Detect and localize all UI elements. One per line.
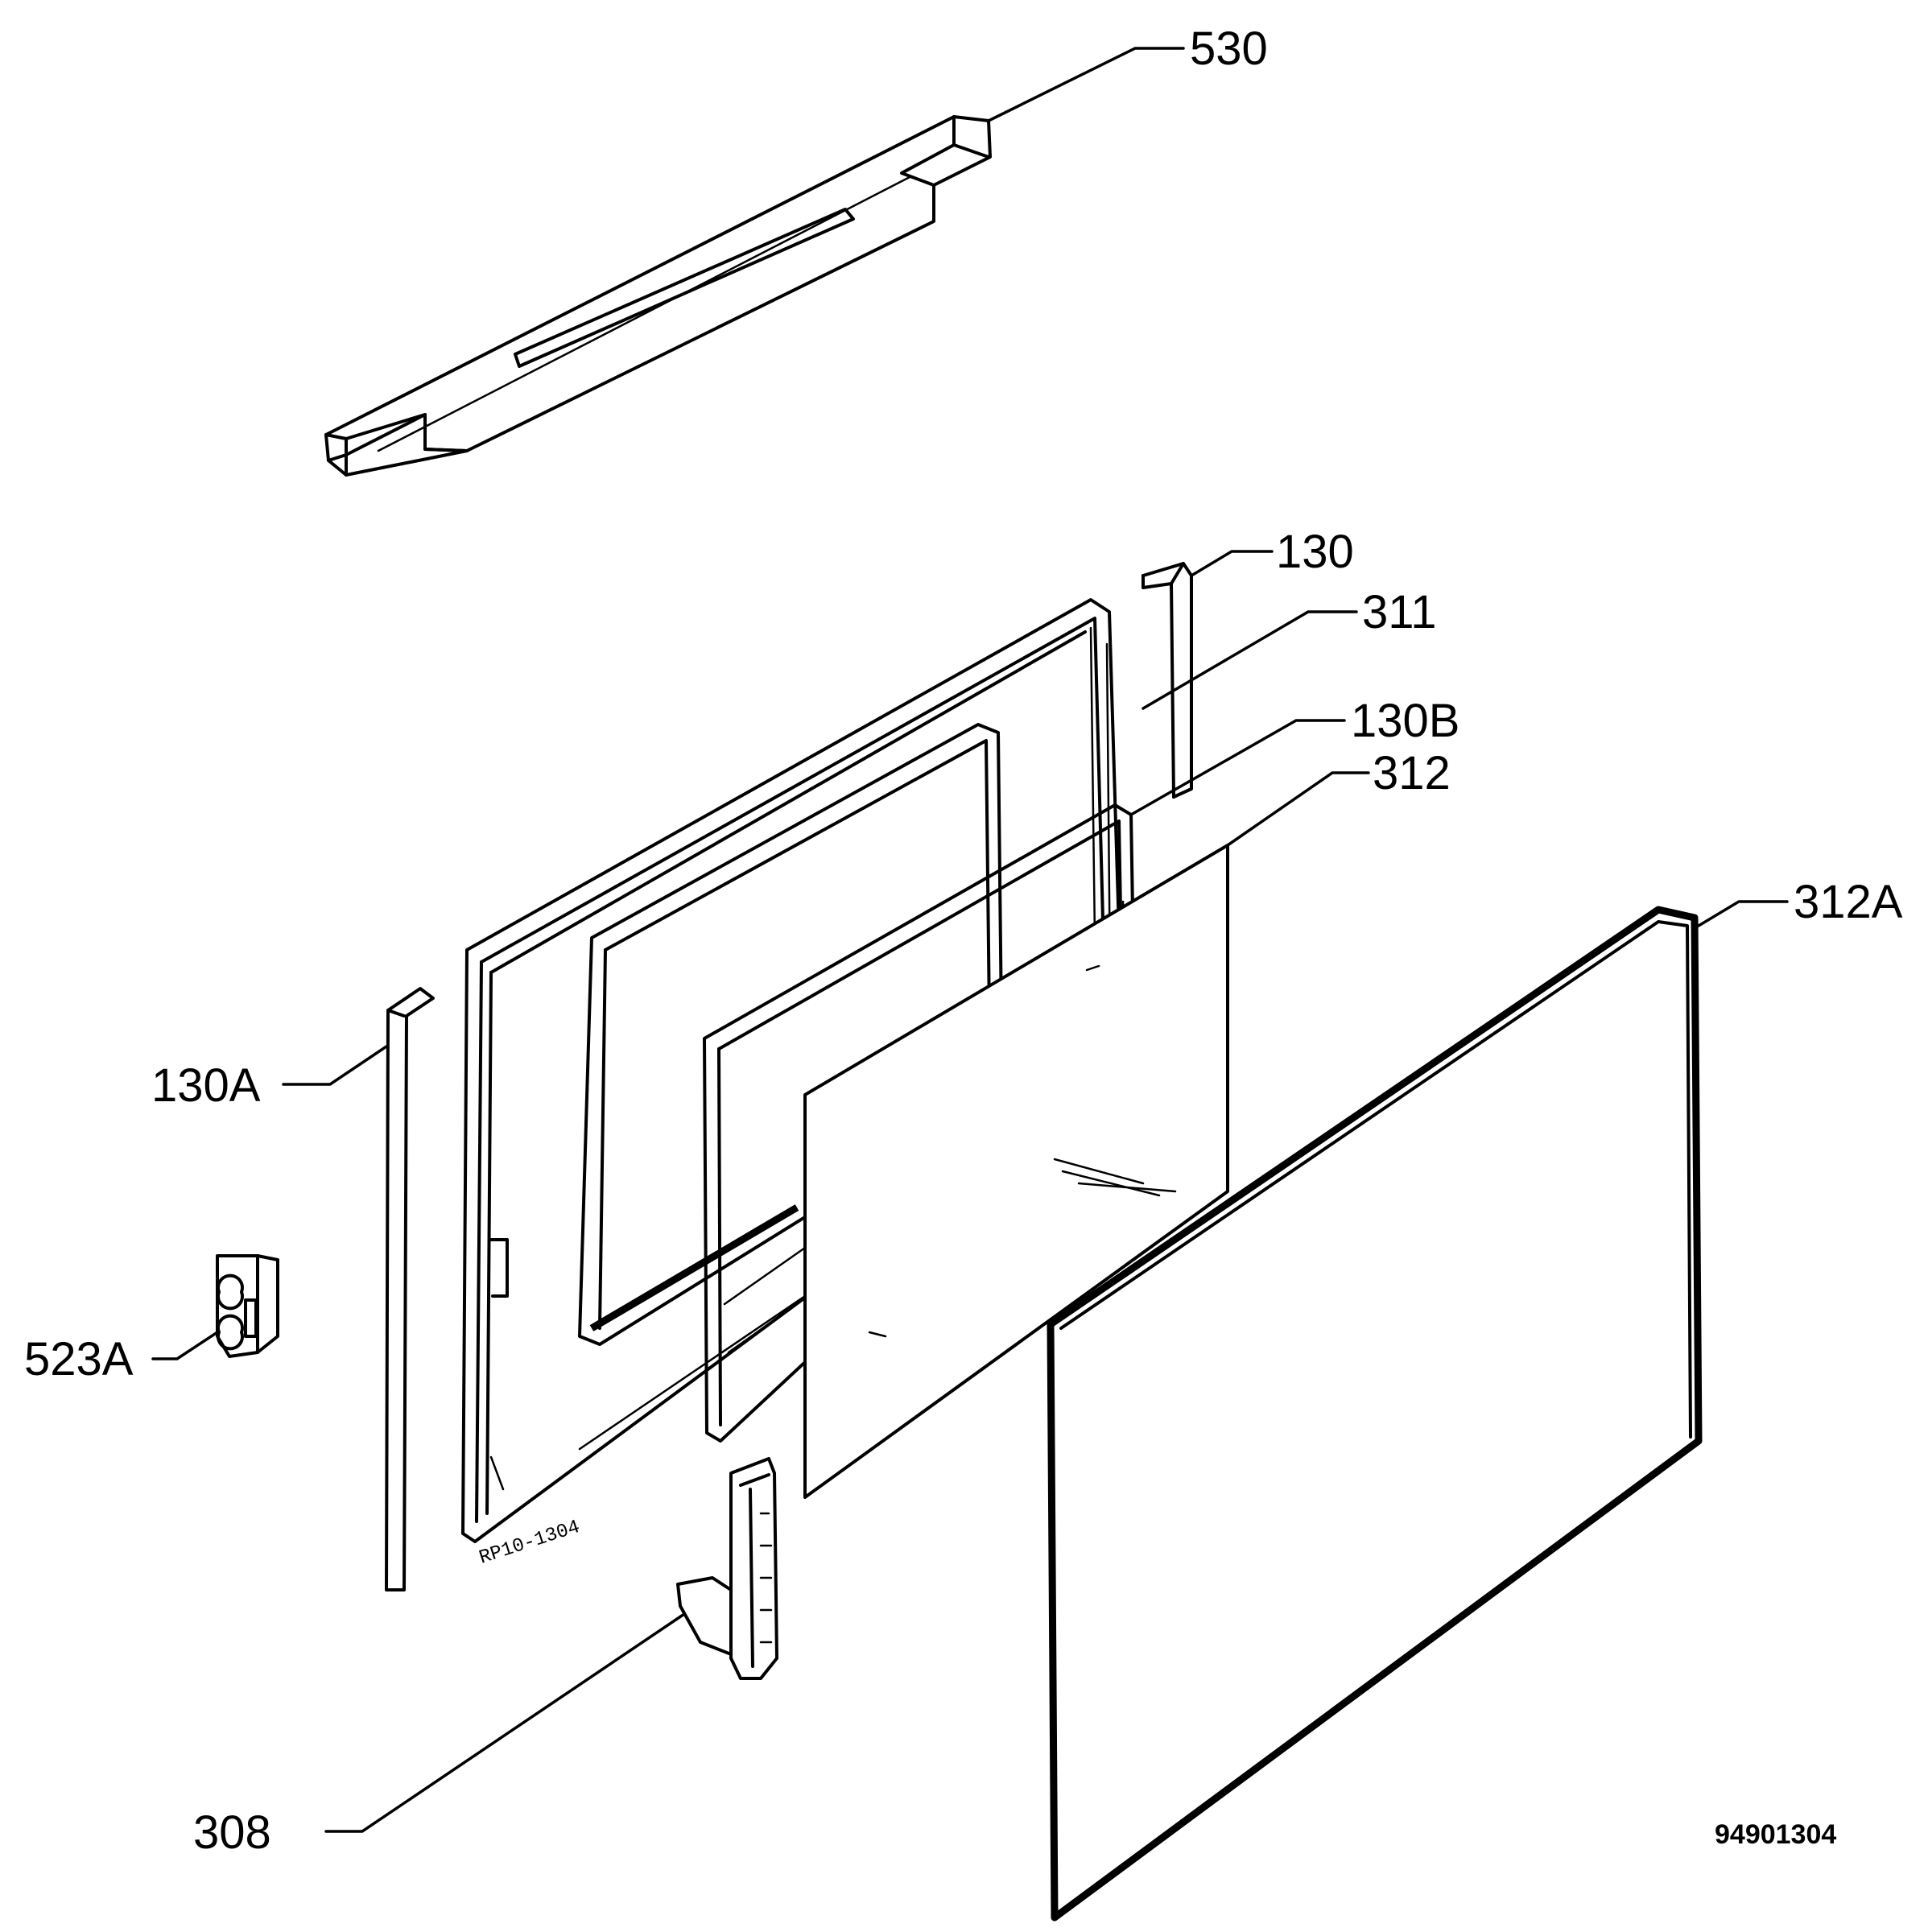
part-530-handle-bar bbox=[324, 115, 992, 477]
leader-308 bbox=[324, 1612, 686, 1833]
callout-312: 312 bbox=[1373, 747, 1451, 799]
leader-530 bbox=[987, 47, 1185, 122]
leader-312 bbox=[1226, 771, 1370, 847]
part-312A-outer-glass bbox=[1047, 906, 1703, 1922]
leader-130 bbox=[1190, 550, 1274, 577]
leader-311 bbox=[1142, 610, 1358, 710]
callout-130: 130 bbox=[1276, 526, 1354, 578]
leader-130B bbox=[1129, 719, 1346, 816]
part-308-door-hinge bbox=[676, 1457, 778, 1680]
part-130A-left-gasket bbox=[385, 987, 435, 1591]
part-523A-hinge-bracket bbox=[216, 1254, 279, 1358]
part-312-inner-glass bbox=[803, 844, 1229, 1499]
callout-523A: 523A bbox=[24, 1333, 134, 1385]
frame-stamp: RP10-1304 bbox=[477, 1517, 583, 1570]
callout-308: 308 bbox=[193, 1806, 271, 1859]
callout-130B: 130B bbox=[1351, 695, 1459, 747]
callout-130A: 130A bbox=[151, 1059, 261, 1112]
leader-130A bbox=[282, 1045, 388, 1086]
callout-311: 311 bbox=[1362, 586, 1436, 638]
callout-530: 530 bbox=[1190, 23, 1268, 75]
leader-523A bbox=[151, 1331, 219, 1360]
callout-312A: 312A bbox=[1794, 876, 1903, 928]
document-number: 94901304 bbox=[1715, 1819, 1836, 1850]
leader-312A bbox=[1697, 900, 1789, 927]
part-130-right-gasket bbox=[1142, 562, 1193, 799]
